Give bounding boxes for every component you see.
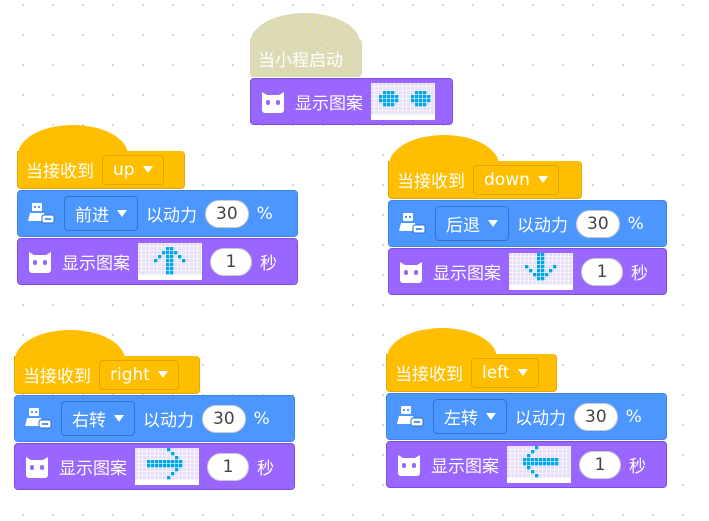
motor-move-block[interactable]: 前进 以动力 30% — [17, 190, 298, 237]
led-pattern-picker[interactable] — [509, 253, 573, 290]
message-dropdown[interactable]: up — [102, 154, 164, 185]
power-unit-label: % — [253, 408, 270, 429]
hat-label: 当接收到 — [395, 365, 463, 385]
power-label: 以动力 — [515, 409, 566, 429]
motor-move-block[interactable]: 左转 以动力 30% — [386, 393, 667, 440]
led-pattern-picker[interactable] — [507, 446, 571, 483]
show-pattern-label: 显示图案 — [431, 457, 499, 477]
seconds-input[interactable]: 1 — [207, 452, 249, 481]
seconds-unit-label: 秒 — [257, 459, 274, 479]
message-dropdown[interactable]: right — [99, 359, 179, 390]
chevron-down-icon — [537, 176, 548, 183]
robot-face-icon — [23, 455, 51, 479]
message-dropdown[interactable]: down — [473, 164, 559, 195]
start-script-stack[interactable]: 当小程启动显示图案 — [250, 13, 453, 125]
show-pattern-block[interactable]: 显示图案 — [250, 78, 453, 125]
hat-label: 当接收到 — [26, 162, 94, 182]
direction-value: 左转 — [444, 409, 478, 429]
seconds-input[interactable]: 1 — [210, 247, 252, 276]
robot-car-icon — [397, 211, 427, 237]
chevron-down-icon — [114, 415, 124, 422]
power-label: 以动力 — [146, 206, 197, 226]
when-receive-hat[interactable]: 当接收到 right — [14, 330, 200, 394]
seconds-unit-label: 秒 — [629, 457, 646, 477]
power-unit-label: % — [256, 203, 273, 224]
chevron-down-icon — [117, 210, 127, 217]
direction-value: 前进 — [75, 206, 109, 226]
show-pattern-label: 显示图案 — [59, 459, 127, 479]
message-value: up — [113, 159, 135, 180]
led-pattern-picker[interactable] — [135, 448, 199, 485]
chevron-down-icon — [517, 369, 528, 376]
robot-face-icon — [397, 260, 425, 284]
show-pattern-label: 显示图案 — [433, 264, 501, 284]
robot-car-icon — [23, 406, 53, 432]
motor-move-block[interactable]: 后退 以动力 30% — [388, 200, 667, 247]
chevron-down-icon — [488, 220, 498, 227]
motor-move-block[interactable]: 右转 以动力 30% — [14, 395, 295, 442]
hat-label: 当接收到 — [397, 172, 465, 192]
seconds-input[interactable]: 1 — [581, 257, 623, 286]
power-unit-label: % — [625, 406, 642, 427]
chevron-down-icon — [142, 166, 153, 173]
power-label: 以动力 — [517, 216, 568, 236]
when-program-starts-hat[interactable]: 当小程启动 — [250, 13, 362, 77]
robot-face-icon — [26, 250, 54, 274]
power-input[interactable]: 30 — [205, 199, 249, 228]
message-value: down — [484, 169, 530, 190]
message-value: right — [110, 364, 150, 385]
message-dropdown[interactable]: left — [471, 357, 539, 388]
seconds-unit-label: 秒 — [631, 264, 648, 284]
led-pattern-picker[interactable] — [138, 243, 202, 280]
when-receive-hat[interactable]: 当接收到 up — [17, 125, 185, 189]
when-receive-hat[interactable]: 当接收到 left — [386, 328, 557, 392]
seconds-unit-label: 秒 — [260, 254, 277, 274]
robot-face-icon — [259, 90, 287, 114]
direction-dropdown[interactable]: 左转 — [433, 399, 507, 434]
power-input[interactable]: 30 — [576, 209, 620, 238]
power-label: 以动力 — [143, 411, 194, 431]
seconds-input[interactable]: 1 — [579, 450, 621, 479]
hat-label: 当小程启动 — [258, 50, 343, 71]
message-value: left — [482, 362, 510, 383]
robot-car-icon — [395, 404, 425, 430]
when-receive-hat[interactable]: 当接收到 down — [388, 135, 582, 199]
chevron-down-icon — [157, 371, 168, 378]
power-unit-label: % — [627, 213, 644, 234]
led-pattern-picker[interactable] — [371, 83, 435, 120]
show-pattern-label: 显示图案 — [62, 254, 130, 274]
hat-label: 当接收到 — [23, 367, 91, 387]
direction-value: 后退 — [446, 216, 480, 236]
direction-dropdown[interactable]: 右转 — [61, 401, 135, 436]
direction-dropdown[interactable]: 后退 — [435, 206, 509, 241]
power-input[interactable]: 30 — [574, 402, 618, 431]
show-pattern-label: 显示图案 — [295, 94, 363, 114]
robot-face-icon — [395, 453, 423, 477]
power-input[interactable]: 30 — [202, 404, 246, 433]
robot-car-icon — [26, 201, 56, 227]
direction-dropdown[interactable]: 前进 — [64, 196, 138, 231]
chevron-down-icon — [486, 413, 496, 420]
direction-value: 右转 — [72, 411, 106, 431]
